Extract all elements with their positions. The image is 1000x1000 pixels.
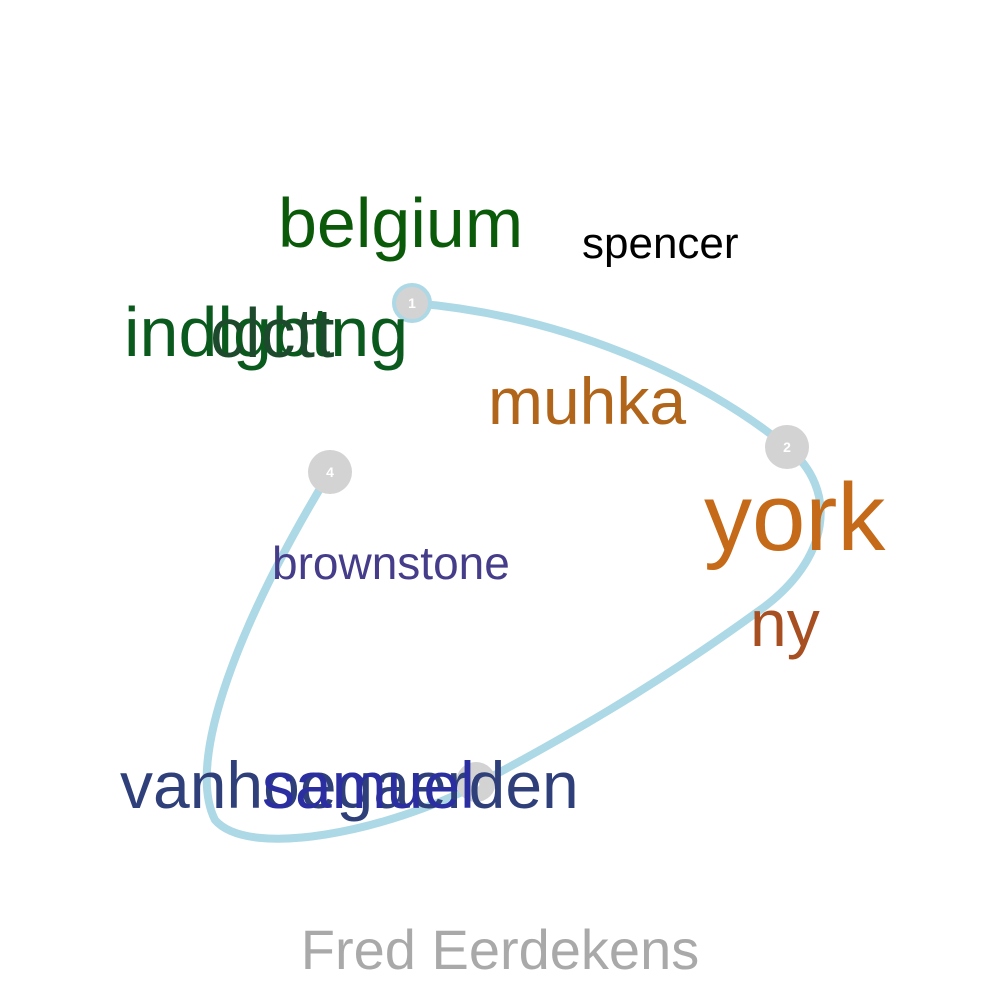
node-4: 4 xyxy=(308,450,352,494)
node-1-label: 1 xyxy=(408,295,416,311)
author-name: Fred Eerdekens xyxy=(300,918,700,981)
word-ny: ny xyxy=(750,586,820,660)
node-4-circle xyxy=(308,450,352,494)
node-3-circle xyxy=(456,762,496,802)
word-clctt: clctt xyxy=(210,294,335,372)
node-3-label: 3 xyxy=(472,774,480,790)
word-spencer: spencer xyxy=(582,219,739,268)
node-2-label: 2 xyxy=(783,439,791,455)
word-vanhoegaerden: vanhoegaerden xyxy=(120,748,579,822)
node-1: 1 xyxy=(392,283,432,323)
word-york: york xyxy=(704,464,886,571)
node-2-circle xyxy=(765,425,809,469)
word-brownstone: brownstone xyxy=(272,537,510,589)
word-muhka: muhka xyxy=(488,364,687,438)
trajectory-path xyxy=(202,299,825,843)
node-4-label: 4 xyxy=(326,464,334,480)
word-belgium: belgium xyxy=(278,184,524,262)
word-indlgbtng: indlgbtng xyxy=(124,293,409,371)
node-3: 3 xyxy=(456,762,496,802)
word-samuel: samuel xyxy=(262,748,475,822)
node-2: 2 xyxy=(765,425,809,469)
node-1-circle xyxy=(392,283,432,323)
